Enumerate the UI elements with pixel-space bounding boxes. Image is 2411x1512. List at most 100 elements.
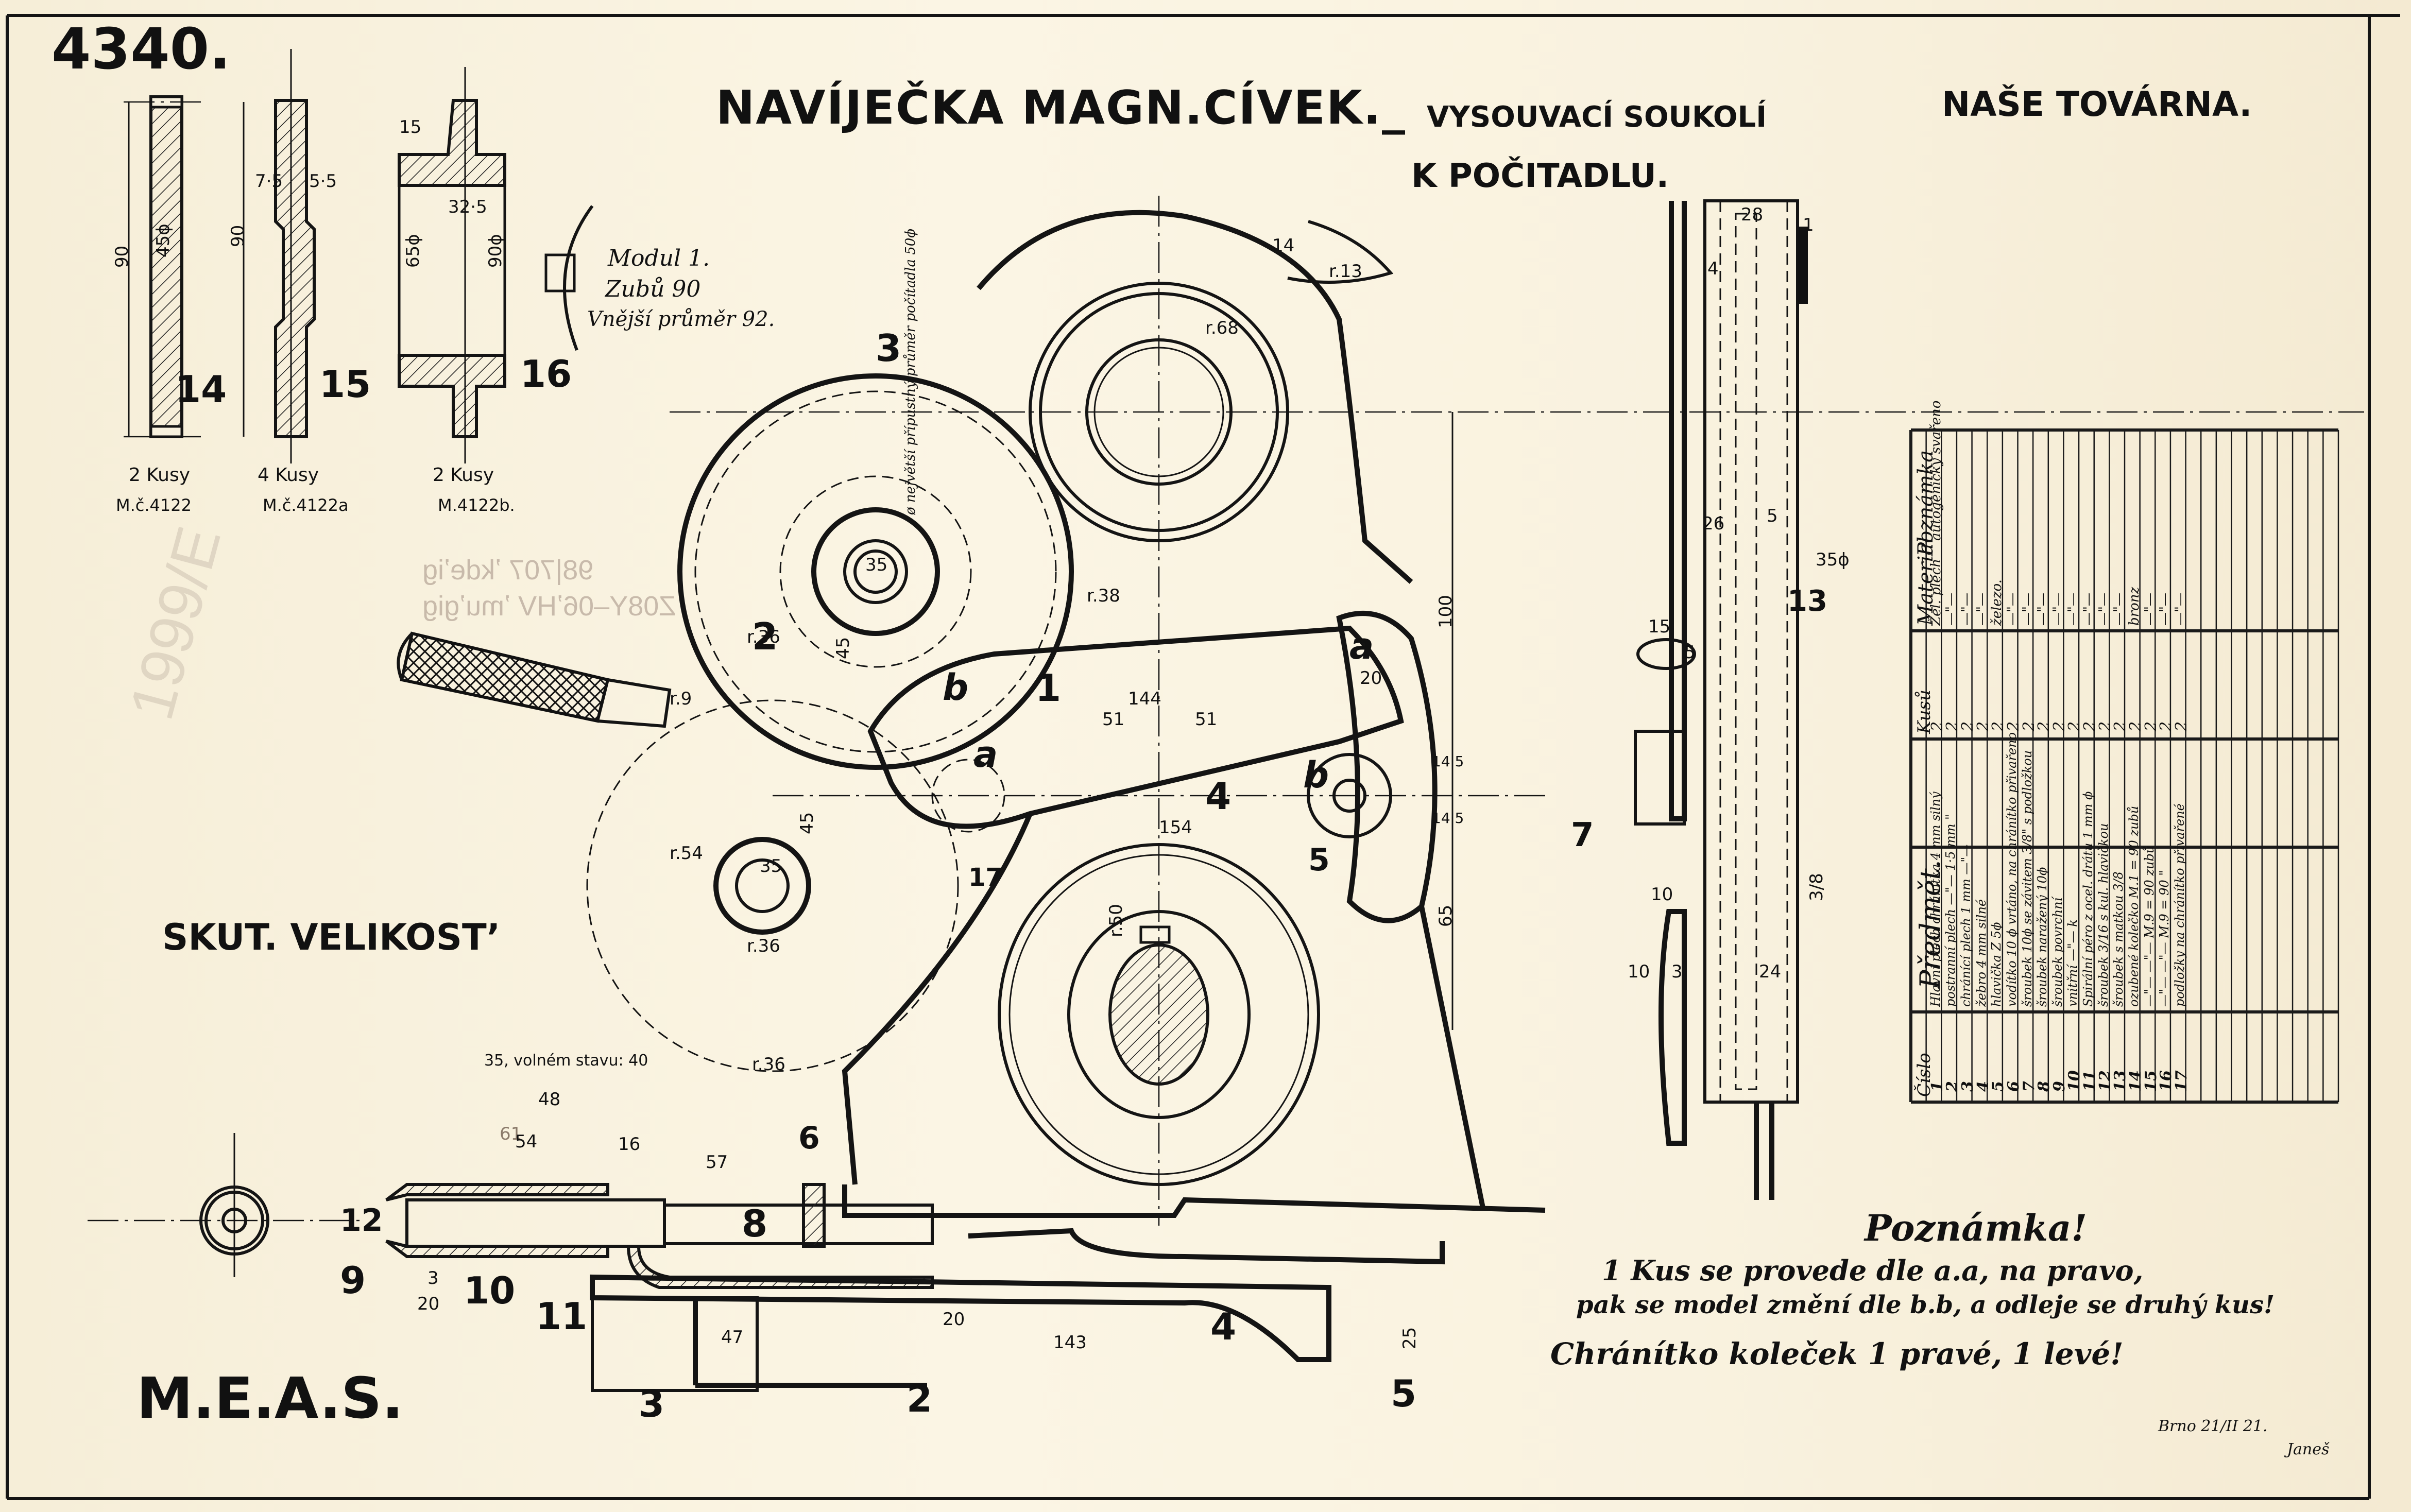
- side-dim-4: 4: [1707, 259, 1719, 279]
- section-mark-b-right: b: [1303, 754, 1329, 796]
- dim-65: 65: [1435, 904, 1456, 927]
- dim-14-5-lower: 14·5: [1432, 810, 1464, 827]
- callout-10: 10: [464, 1269, 516, 1312]
- side-dim-26: 26: [1702, 513, 1725, 534]
- table-row-item: ozubené kolečko M.1 = 90 zubů: [2127, 805, 2141, 1007]
- gear-16-quantity: 2 Kusy: [433, 465, 494, 486]
- signature-place-date: Brno 21/II 21.: [2158, 1417, 2268, 1435]
- section-dim-143: 143: [1053, 1332, 1087, 1353]
- gear-15-quantity: 4 Kusy: [258, 465, 319, 486]
- gear-16-dim-65: 65ϕ: [403, 234, 423, 268]
- callout-9: 9: [340, 1259, 366, 1302]
- gear-14-dim-45: 45ϕ: [153, 224, 174, 257]
- main-view: [397, 196, 2364, 1226]
- table-row-item: šroubek povrchní: [2050, 897, 2065, 1007]
- dim-r50: r.50: [1106, 904, 1126, 937]
- side-dim-20: 5: [1684, 642, 1696, 663]
- gear-detail-14: [124, 95, 206, 438]
- company-name: NAŠE TOVÁRNA.: [1942, 84, 2252, 124]
- table-row-item: podložky na chránítko přivařené: [2172, 803, 2187, 1007]
- table-row-item: šroubek naražený 10ϕ: [2035, 867, 2050, 1007]
- side-dim-32: 24: [1759, 961, 1782, 982]
- section-dim-free-length: 35, volném stavu: 40: [484, 1052, 648, 1070]
- callout-12: 12: [340, 1202, 383, 1239]
- callout-3-section: 3: [639, 1382, 665, 1425]
- gear-detail-15: [243, 49, 316, 463]
- parts-table-grid: [1909, 428, 2339, 1104]
- table-row-material: —"—: [2065, 593, 2081, 626]
- table-row-item: žebro 4 mm silné: [1974, 899, 1989, 1007]
- gear-16-dim-32-5: 32·5: [448, 197, 487, 217]
- side-view: [1634, 199, 1808, 1200]
- section-dim-20-lower: 20: [417, 1294, 440, 1314]
- dim-100: 100: [1435, 595, 1456, 628]
- table-row-material: —"—: [2172, 593, 2188, 626]
- callout-5-section: 5: [1391, 1372, 1417, 1415]
- side-dim-7: 3: [1671, 961, 1683, 982]
- table-row-material: —"—: [2020, 593, 2036, 626]
- mirrored-stamp-line2: Z08Y–06ʼHV ʼmuʼgig: [422, 591, 676, 622]
- dim-r9: r.9: [670, 689, 692, 709]
- section-dim-54: 54: [515, 1131, 538, 1152]
- callout-2-section: 2: [907, 1377, 933, 1420]
- table-row-item: chránící plech 1 mm —"—: [1958, 844, 1973, 1007]
- section-view: [88, 1133, 1445, 1392]
- tooth-profile: [544, 205, 594, 351]
- side-dim-24: 10: [1628, 961, 1650, 982]
- table-row-number: 17: [2172, 1070, 2191, 1092]
- table-row-note: autogenicky svařeno: [1928, 400, 1944, 541]
- gear-14-dim-90: 90: [112, 245, 132, 268]
- callout-13: 13: [1787, 585, 1827, 618]
- note-heading: Poznámka!: [1865, 1207, 2088, 1249]
- callout-15: 15: [319, 363, 371, 406]
- section-dim-61: 61: [500, 1124, 522, 1144]
- section-dim-57: 57: [706, 1152, 728, 1173]
- dim-14-hook: 14: [1272, 235, 1295, 256]
- table-row-item: vnitřní —"— k: [2065, 919, 2080, 1007]
- side-dim-28: 28: [1741, 204, 1764, 225]
- gear-15-dim-5-5: 5·5: [309, 171, 337, 192]
- section-dim-48: 48: [538, 1089, 561, 1110]
- table-row-material: —"—: [2096, 593, 2112, 626]
- table-row-material: —"—: [1943, 593, 1959, 626]
- dim-144: 144: [1128, 689, 1161, 709]
- dim-45-lower: 45: [797, 812, 817, 834]
- callout-4-section: 4: [1210, 1305, 1237, 1348]
- drawing-number: 4340.: [52, 16, 231, 82]
- callout-1: 1: [1035, 666, 1062, 710]
- table-row-material: —"—: [1974, 593, 1990, 626]
- gear-15-dim-7-5: 7·5: [255, 171, 283, 192]
- gear-16-dim-90: 90ϕ: [485, 234, 506, 268]
- section-dim-20: 20: [943, 1309, 965, 1330]
- table-row-item: Spirální péro z ocel. drátu 1 mm ϕ: [2081, 791, 2096, 1007]
- knurled-handle: [397, 631, 672, 728]
- dim-20-segment: 20: [1360, 668, 1382, 689]
- table-row-material: —"—: [2050, 593, 2066, 626]
- dim-51-left: 51: [1102, 709, 1125, 730]
- section-dim-25: 25: [1399, 1327, 1420, 1349]
- pitch-note: ø největší přípustný průměr počítadla 50…: [903, 228, 918, 515]
- table-row-item: hlavička Z 5ϕ: [1989, 922, 2004, 1007]
- gear-16-dim-15: 15: [399, 117, 422, 138]
- table-row-material: Žel. plech: [1928, 559, 1944, 626]
- dim-35-lower: 35: [760, 856, 782, 877]
- section-dim-16: 16: [618, 1134, 641, 1155]
- note-line3: Chránítko koleček 1 pravé, 1 levé!: [1550, 1336, 2124, 1371]
- gear-detail-16: [398, 67, 506, 463]
- table-row-material: —"—: [1958, 593, 1974, 626]
- drawing-subtitle-line1: VYSOUVACÍ SOUKOLÍ: [1427, 100, 1767, 134]
- table-row-material: —"—: [2111, 593, 2127, 626]
- dim-154: 154: [1159, 817, 1192, 838]
- mirrored-stamp-line1: 98|707 ʼkdeʼig: [422, 555, 594, 586]
- section-mark-a-right: a: [1349, 625, 1374, 667]
- callout-16: 16: [520, 352, 572, 396]
- gear-15-dim-90: 90: [228, 225, 248, 247]
- section-dim-15: 3: [428, 1268, 439, 1288]
- callout-2: 2: [752, 615, 778, 658]
- table-row-item: Hlavní plech chránítka 4 mm silný: [1928, 792, 1943, 1007]
- table-row-material: —"—: [2035, 593, 2051, 626]
- dim-r36-middle: r.36: [747, 936, 780, 956]
- side-dim-10: 15: [1648, 616, 1671, 637]
- dim-r36-upper: r.36: [747, 627, 780, 647]
